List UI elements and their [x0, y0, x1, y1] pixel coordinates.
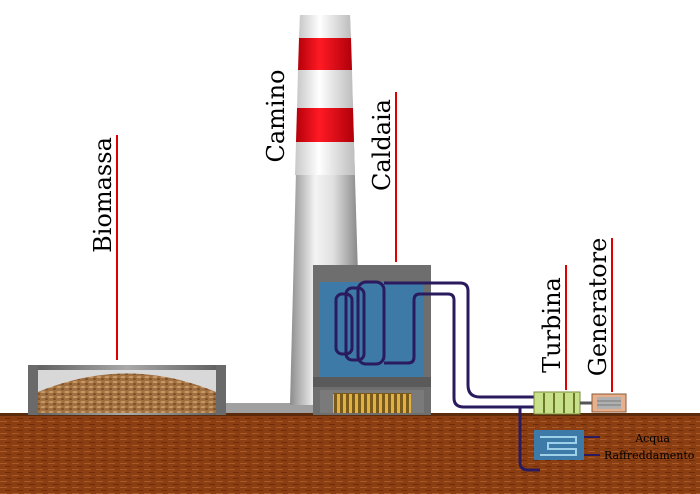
condenser	[534, 430, 600, 460]
foundation-slab	[220, 403, 315, 413]
label-camino: Camino	[262, 69, 290, 163]
flame-icon	[333, 393, 411, 413]
ground	[0, 413, 700, 494]
biomass-storage	[28, 365, 226, 415]
boiler	[313, 265, 431, 415]
steam-pipes	[334, 280, 540, 472]
label-generatore: Generatore	[584, 237, 612, 377]
pointer-lines	[116, 92, 613, 392]
label-caldaia: Caldaia	[368, 99, 396, 192]
generator	[591, 393, 627, 413]
label-biomassa: Biomassa	[89, 137, 117, 253]
turbine	[533, 391, 592, 415]
pipe-coil-icon	[334, 292, 354, 356]
label-raffreddamento: Raffreddamento	[604, 449, 695, 462]
label-acqua: Acqua	[635, 432, 670, 445]
label-turbina: Turbina	[538, 277, 566, 373]
